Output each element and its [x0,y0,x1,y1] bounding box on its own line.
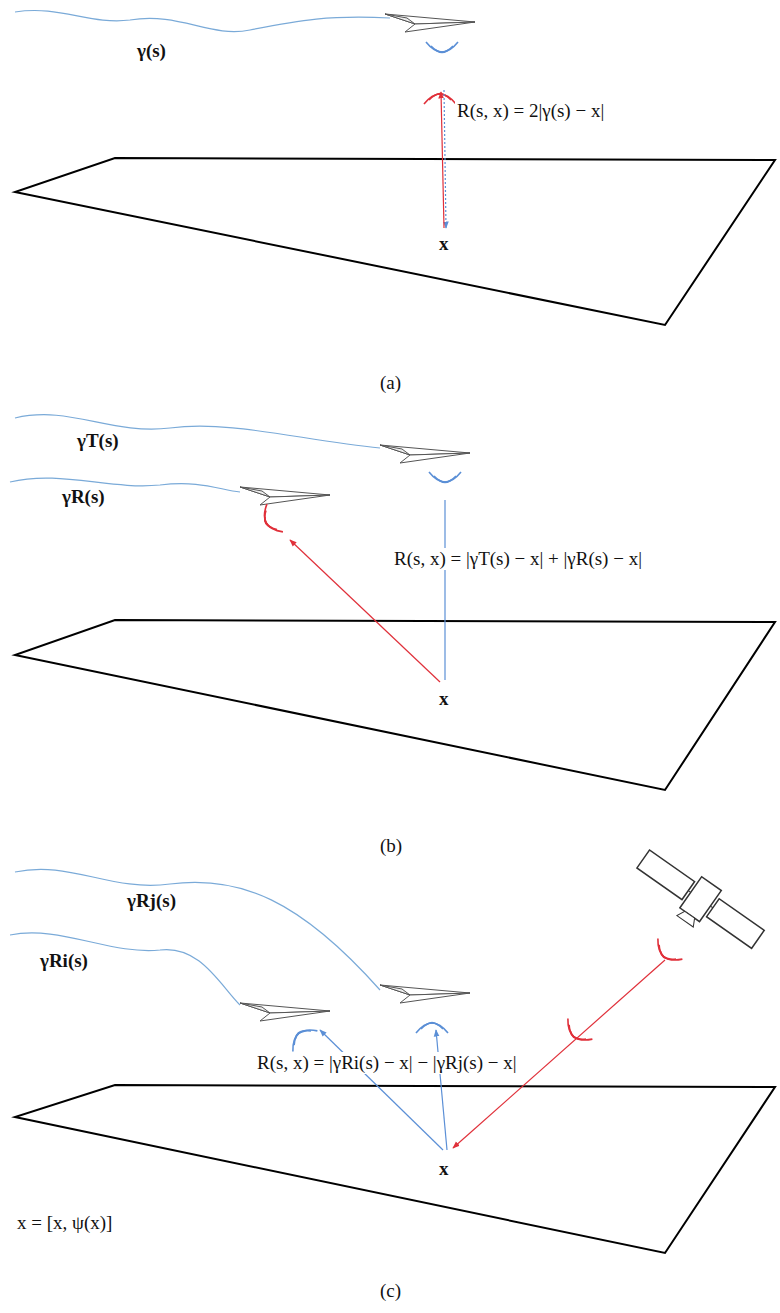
trajectory-label: γ(s) [135,40,168,62]
panel-b [10,415,775,790]
panel-label: (a) [378,372,403,394]
surface-equation: x = [x, ψ(x)] [15,1212,114,1234]
point-label: x [437,1158,451,1180]
panel-label: (c) [378,1280,403,1302]
trajectory-label: γRi(s) [38,950,90,972]
point-label: x [437,233,451,255]
panel-a [15,10,775,325]
range-formula: R(s, x) = |γT(s) − x| + |γR(s) − x| [392,548,644,570]
trajectory-label: γRj(s) [125,890,178,912]
point-label: x [437,688,451,710]
panel-label: (b) [378,835,404,857]
trajectory-label: γT(s) [75,430,121,452]
satellite [628,843,769,961]
panel-c [10,843,775,1253]
range-formula: R(s, x) = 2|γ(s) − x| [455,100,606,122]
range-formula: R(s, x) = |γRi(s) − x| − |γRj(s) − x| [255,1052,519,1074]
trajectory-label: γR(s) [60,486,107,508]
